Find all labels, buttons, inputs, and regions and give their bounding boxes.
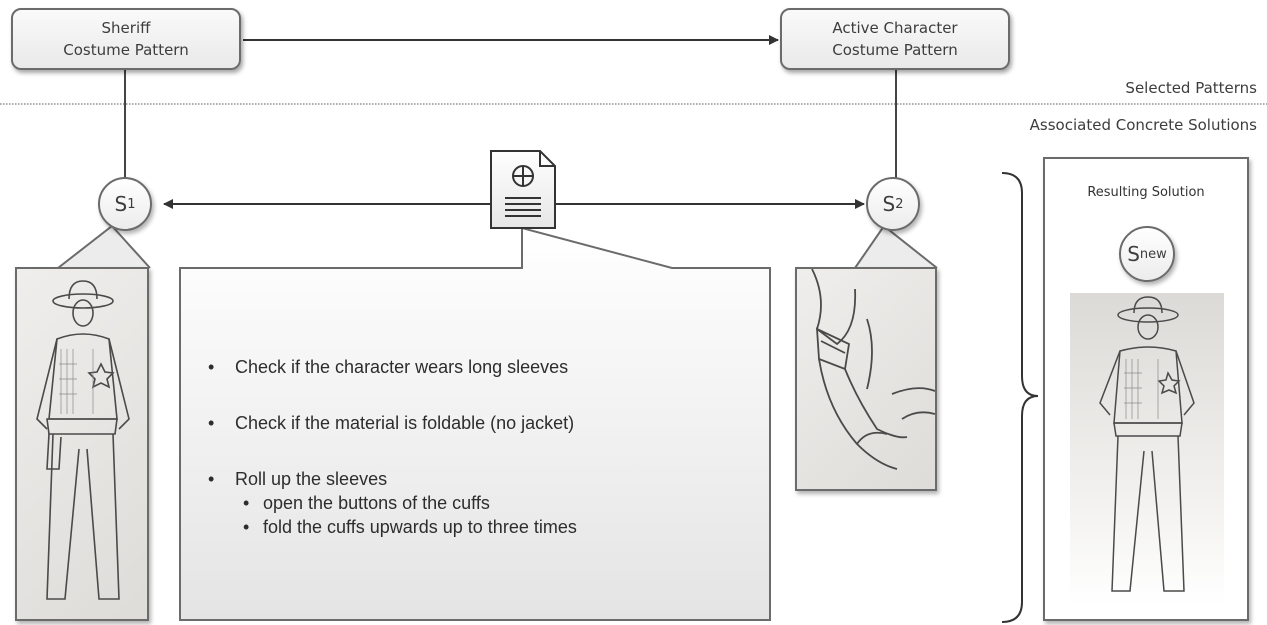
grouping-brace (1001, 172, 1039, 623)
solution-s2-letter: S (882, 192, 896, 216)
sheriff-pattern-node[interactable]: Sheriff Costume Pattern (11, 8, 241, 70)
s1-callout-pointer (57, 224, 151, 269)
instruction-list: Check if the character wears long sleeve… (208, 355, 577, 539)
s2-callout-pointer (854, 224, 938, 269)
sheriff-sketch-image (15, 267, 149, 621)
sheriff-pattern-title: Sheriff (101, 19, 151, 37)
solution-s1-subscript: 1 (127, 196, 136, 212)
sheriff-drawing (36, 280, 130, 600)
solution-new-subscript: new (1139, 246, 1167, 262)
solution-s2-subscript: 2 (895, 196, 904, 212)
active-character-pattern-node[interactable]: Active Character Costume Pattern (780, 8, 1010, 70)
instruction-subitem: fold the cuffs upwards up to three times (208, 515, 577, 539)
active-pattern-subtitle: Costume Pattern (832, 41, 958, 59)
resulting-solution-title: Resulting Solution (1087, 185, 1205, 200)
instruction-item: Roll up the sleeves (208, 467, 577, 491)
resulting-sketch-image (1070, 293, 1224, 605)
instruction-item: Check if the material is foldable (no ja… (208, 411, 577, 435)
active-pattern-title: Active Character (832, 19, 958, 37)
solution-new-letter: S (1127, 242, 1140, 266)
associated-solutions-label: Associated Concrete Solutions (1029, 116, 1257, 134)
document-with-crosshair-icon (490, 150, 556, 229)
instruction-item: Check if the character wears long sleeve… (208, 355, 577, 379)
sheriff-pattern-subtitle: Costume Pattern (63, 41, 189, 59)
resulting-sheriff-drawing (1099, 296, 1195, 592)
rolled-sleeve-sketch-image (795, 267, 937, 491)
rolled-sleeve-drawing (811, 269, 935, 470)
selected-patterns-label: Selected Patterns (1125, 79, 1257, 97)
instruction-subitem: open the buttons of the cuffs (208, 491, 577, 515)
solution-s1-letter: S (114, 192, 128, 216)
